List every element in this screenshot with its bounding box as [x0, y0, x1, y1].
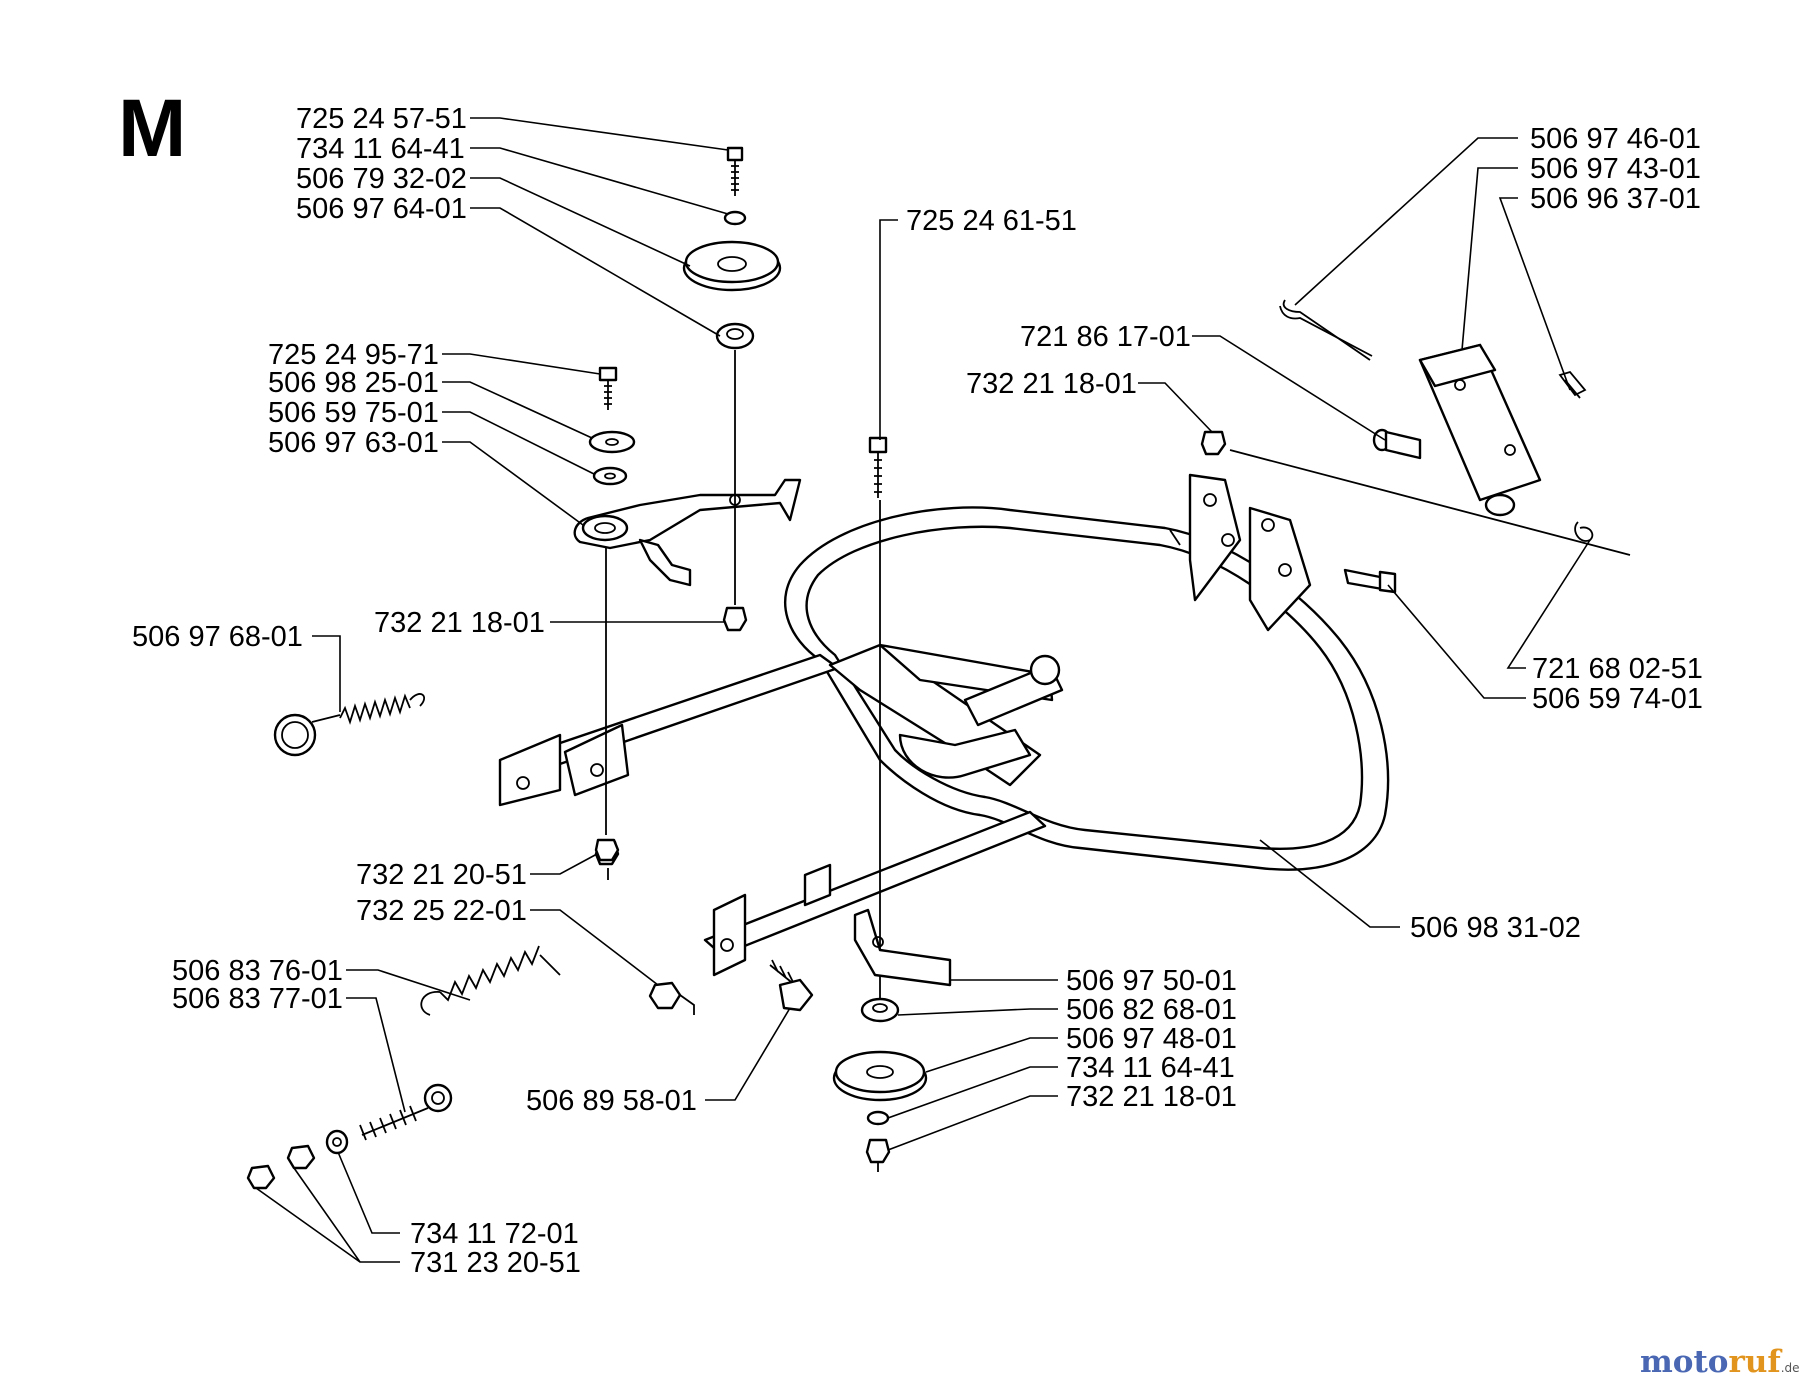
part-label: 734 11 64-41 — [296, 133, 465, 165]
part-label: 506 97 43-01 — [1530, 153, 1701, 185]
part-label: 725 24 61-51 — [906, 205, 1077, 237]
part-label: 506 59 75-01 — [268, 397, 439, 429]
part-label: 731 23 20-51 — [410, 1247, 581, 1279]
part-label: 725 24 57-51 — [296, 103, 467, 135]
part-label: 506 82 68-01 — [1066, 994, 1237, 1026]
part-label: 506 97 48-01 — [1066, 1023, 1237, 1055]
part-label: 732 25 22-01 — [356, 895, 527, 927]
part-label: 506 97 63-01 — [268, 427, 439, 459]
part-label: 732 21 18-01 — [1066, 1081, 1237, 1113]
part-label: 732 21 18-01 — [374, 607, 545, 639]
part-label: 506 97 46-01 — [1530, 123, 1701, 155]
watermark-logo: motoruf.de — [1640, 1344, 1800, 1380]
part-label: 506 97 64-01 — [296, 193, 467, 225]
left-bolt-stack — [588, 366, 636, 880]
part-label: 506 96 37-01 — [1530, 183, 1701, 215]
watermark-suffix: .de — [1781, 1361, 1800, 1375]
part-label: 506 98 31-02 — [1410, 912, 1581, 944]
rear-hardware — [1200, 299, 1631, 594]
part-label: 506 97 50-01 — [1066, 965, 1237, 997]
tension-arm-illustration — [573, 478, 802, 587]
part-label: 506 83 76-01 — [172, 955, 343, 987]
watermark-part1: moto — [1640, 1344, 1728, 1380]
center-bolt-stack — [832, 436, 952, 1172]
section-letter: M — [118, 83, 186, 174]
part-label: 721 86 17-01 — [1020, 321, 1191, 353]
part-label: 506 83 77-01 — [172, 983, 343, 1015]
part-label: 734 11 72-01 — [410, 1218, 579, 1250]
part-label: 506 89 58-01 — [526, 1085, 697, 1117]
svg-text:motoruf.de: motoruf.de — [1640, 1344, 1800, 1380]
part-label: 732 21 18-01 — [966, 368, 1137, 400]
watermark-part2: ruf — [1728, 1344, 1782, 1380]
part-label: 506 79 32-02 — [296, 163, 467, 195]
frame-illustration — [498, 473, 1390, 977]
springs-and-fasteners — [246, 693, 814, 1190]
upper-pulley-stack — [682, 146, 782, 632]
part-labels: 725 24 57-51 734 11 64-41 506 79 32-02 5… — [132, 103, 1703, 1279]
leader-lines — [255, 117, 1591, 1263]
part-label: 721 68 02-51 — [1532, 653, 1703, 685]
part-label: 725 24 95-71 — [268, 339, 439, 371]
part-label: 734 11 64-41 — [1066, 1052, 1235, 1084]
part-label: 506 97 68-01 — [132, 621, 303, 653]
part-label: 506 98 25-01 — [268, 367, 439, 399]
part-label: 732 21 20-51 — [356, 859, 527, 891]
part-label: 506 59 74-01 — [1532, 683, 1703, 715]
